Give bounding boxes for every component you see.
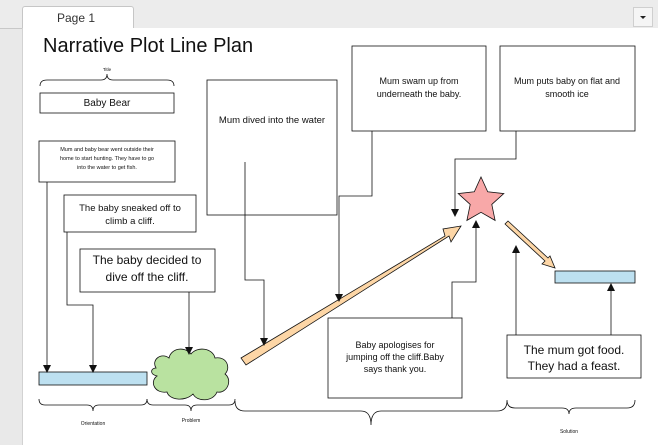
problem-cloud[interactable] [151,348,230,401]
tab-label: Page 1 [57,11,96,25]
decided-text-2: dive off the cliff. [106,270,189,284]
decided-box[interactable] [79,248,216,293]
title-box-text: Baby Bear [84,98,131,109]
sneaked-text-2: climb a cliff. [105,216,154,227]
connector-dived [244,162,268,346]
solution-bracket [506,399,636,415]
dived-text: Mum dived into the water [219,115,325,126]
connector-puts [451,131,517,217]
orientation-text-3: into the water to get fish. [77,165,137,171]
title-bracket [39,73,175,87]
orientation-box[interactable] [38,140,176,183]
rising-action-arrow[interactable] [240,225,462,366]
diagram-canvas[interactable]: Narrative Plot Line Plan Title Baby Bear… [22,28,658,445]
apologises-text-2: jumping off the cliff.Baby [345,352,444,362]
solution-plot-bar[interactable] [554,270,636,284]
orientation-text-1: Mum and baby bear went outside their [60,147,154,153]
diagram-title: Narrative Plot Line Plan [43,35,253,57]
problem-bracket [146,398,236,412]
climax-star[interactable] [457,176,505,222]
problem-label: Problem [182,418,201,424]
food-box[interactable] [506,334,642,379]
swam-text-1: Mum swam up from [379,76,458,86]
orientation-bracket [38,398,148,412]
puts-text-2: smooth ice [545,89,589,99]
page-tab-bar: Page 1 [0,0,658,29]
orientation-plot-bar[interactable] [38,371,148,386]
rising-action-bracket [234,400,508,426]
apologises-text-3: says thank you. [364,364,427,374]
orientation-text-2: home to start hunting. They have to go [60,156,154,162]
food-text-1: The mum got food. [524,343,625,357]
chevron-down-icon [640,16,646,19]
sneaked-text-1: The baby sneaked off to [79,203,181,214]
bracket-title-label: Title [103,67,112,72]
puts-box[interactable] [499,45,636,132]
title-box[interactable] [39,92,175,114]
connector-sneaked [66,232,97,373]
swam-text-2: underneath the baby. [377,89,461,99]
orientation-label: Orientation [81,421,106,427]
page-menu-button[interactable] [633,7,653,27]
falling-action-arrow[interactable] [504,220,556,269]
connector-apologises [451,220,480,318]
swam-box[interactable] [351,45,487,132]
food-text-2: They had a feast. [528,359,621,373]
apologises-text-1: Baby apologises for [355,340,434,350]
puts-text-1: Mum puts baby on flat and [514,76,620,86]
solution-label: Solution [560,429,578,435]
sneaked-box[interactable] [63,194,197,233]
tab-page-1[interactable]: Page 1 [22,6,134,28]
connector-swam [335,131,373,302]
dived-box[interactable] [206,79,338,216]
plot-line-diagram: Narrative Plot Line Plan Title Baby Bear… [38,35,642,435]
decided-text-1: The baby decided to [93,253,202,267]
apologises-box[interactable] [327,317,463,399]
